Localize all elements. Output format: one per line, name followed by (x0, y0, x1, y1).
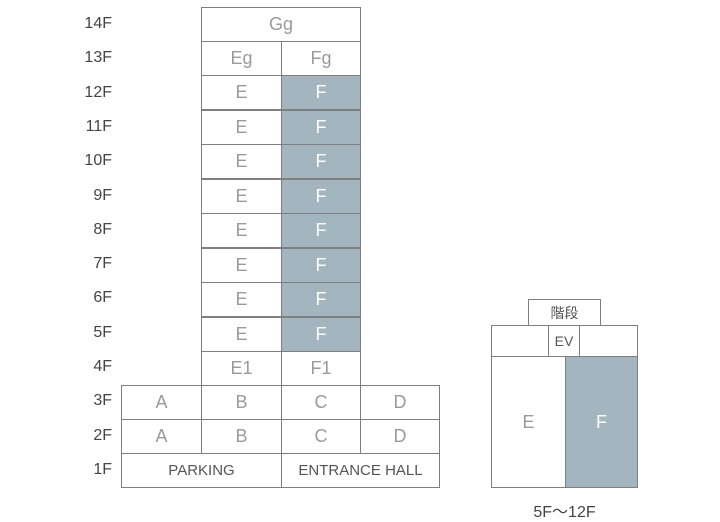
unit-F1: F1 (281, 351, 361, 386)
unit-F-10F: F (281, 144, 361, 179)
floor-label: 10F (84, 152, 112, 170)
unit-3F-B: B (201, 385, 282, 420)
unit-F-8F: F (281, 213, 361, 248)
unit-3F-C: C (281, 385, 361, 420)
unit-E-5F: E (201, 316, 282, 352)
unit-F-12F: F (281, 75, 361, 110)
unit-F-6F: F (281, 282, 361, 317)
unit-2F-B: B (201, 419, 282, 454)
parking: PARKING (121, 453, 282, 488)
unit-2F-D: D (360, 419, 440, 454)
floor-label: 13F (84, 49, 112, 67)
floor-label: 6F (93, 289, 112, 307)
unit-F-7F: F (281, 247, 361, 283)
unit-E-10F: E (201, 144, 282, 179)
floor-label: 9F (93, 186, 112, 204)
floor-label: 2F (93, 426, 112, 444)
unit-Eg: Eg (201, 41, 282, 76)
floor-label: 8F (93, 220, 112, 238)
unit-E-12F: E (201, 75, 282, 110)
unit-3F-A: A (121, 385, 202, 420)
unit-E1: E1 (201, 351, 282, 386)
stairs: 階段 (528, 299, 601, 326)
floor-label: 3F (93, 392, 112, 410)
unit-E-6F: E (201, 282, 282, 317)
unit-E-9F: E (201, 178, 282, 214)
elevator: EV (548, 325, 580, 357)
unit-F-5F: F (281, 316, 361, 352)
floor-label: 4F (93, 358, 112, 375)
floor-label: 7F (93, 255, 112, 273)
floor-label: 12F (84, 83, 112, 101)
unit-2F-C: C (281, 419, 361, 454)
floor-label: 11F (85, 117, 112, 135)
unit-2F-A: A (121, 419, 202, 454)
unit-F-11F: F (281, 109, 361, 145)
unit-F-9F: F (281, 178, 361, 214)
floor-label: 1F (93, 460, 112, 478)
plan-unit-E: E (491, 356, 566, 488)
unit-Fg: Fg (281, 41, 361, 76)
unit-3F-D: D (360, 385, 440, 420)
floor-label: 14F (84, 15, 112, 32)
unit-Gg: Gg (201, 7, 361, 42)
unit-E-7F: E (201, 247, 282, 283)
entrance-hall: ENTRANCE HALL (281, 453, 440, 488)
unit-E-8F: E (201, 213, 282, 248)
unit-E-11F: E (201, 109, 282, 145)
plan-unit-F: F (565, 356, 638, 488)
plan-caption: 5F〜12F (533, 504, 596, 521)
floor-label: 5F (93, 323, 112, 341)
